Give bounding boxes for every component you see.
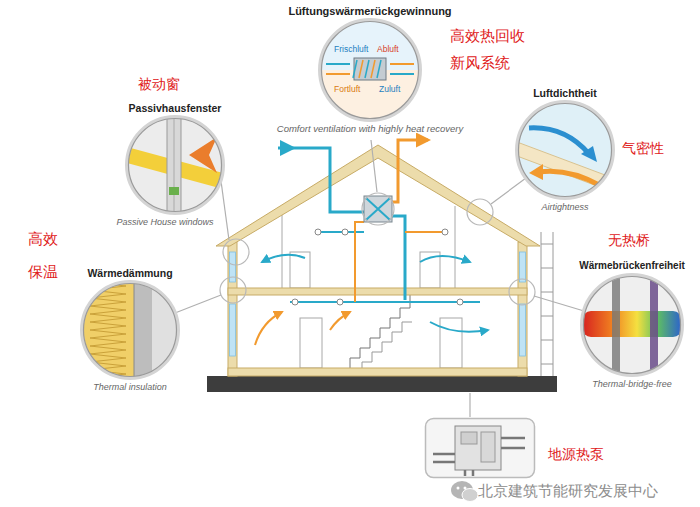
watermark-icon: [451, 481, 478, 502]
callout-heading: Luftdichtheit: [533, 87, 597, 100]
callout-illustration: [517, 102, 613, 198]
chinese-label: 气密性: [622, 140, 664, 157]
leader-lines: [175, 140, 584, 417]
chinese-label: 地源热泵: [548, 446, 604, 463]
chinese-label: 被动窗: [138, 76, 180, 93]
callout-heading: Wärmedämmung: [87, 267, 172, 280]
chinese-label: 高效热回收 新风系统: [450, 22, 533, 76]
callout-caption: Comfort ventilation with highly heat rec…: [277, 123, 463, 134]
duct-outlets: [292, 229, 463, 305]
ducts: [278, 140, 480, 302]
chinese-label: 高效 保温: [28, 222, 64, 288]
house-shell: [216, 145, 540, 376]
callout-illustration: [425, 418, 535, 478]
airflow-arrows: [255, 255, 488, 345]
callout-circle: LuftdichtheitAirtightness气密性: [517, 102, 613, 198]
airflow-label: Zuluft: [379, 84, 400, 94]
callout-circle: WärmedämmungThermal insulation高效 保温: [82, 282, 178, 378]
windows: [230, 252, 526, 356]
callout-caption: Thermal-bridge-free: [592, 379, 672, 390]
callout-caption: Airtightness: [541, 202, 588, 213]
callout-heading: Lüftungswärmerückgewinnung: [288, 5, 451, 18]
scaffold: [541, 232, 553, 376]
airflow-label: Frischluft: [334, 44, 368, 54]
heat-exchanger: [364, 196, 392, 222]
callout-circle: WärmebrückenfreiheitThermal-bridge-free无…: [582, 275, 682, 375]
callout-illustration: [582, 275, 682, 375]
interior: [282, 206, 462, 368]
intake-arrow: [280, 140, 296, 156]
callout-illustration: [82, 282, 178, 378]
callout-circle: PassivhausfensterPassive House windows被动…: [127, 117, 223, 213]
airflow-label: Abluft: [377, 44, 399, 54]
exchanger-core: [366, 198, 390, 220]
callout-heading: Wärmebrückenfreiheit: [579, 260, 685, 272]
ground-bar: [207, 376, 557, 392]
airflow-label: Fortluft: [334, 84, 360, 94]
heat-pump-box: 地源热泵: [425, 418, 535, 478]
chinese-label: 无热桥: [608, 232, 650, 249]
callout-circle: LüftungswärmerückgewinnungFrischluftAblu…: [320, 20, 420, 120]
callout-heading: Passivhausfenster: [129, 102, 222, 115]
watermark: 北京建筑节能研究发展中心: [478, 482, 658, 501]
callout-markers: [220, 193, 535, 305]
callout-caption: Passive House windows: [116, 217, 213, 228]
callout-caption: Thermal insulation: [93, 382, 167, 393]
callout-illustration: [127, 117, 223, 213]
callout-illustration: [320, 20, 420, 120]
